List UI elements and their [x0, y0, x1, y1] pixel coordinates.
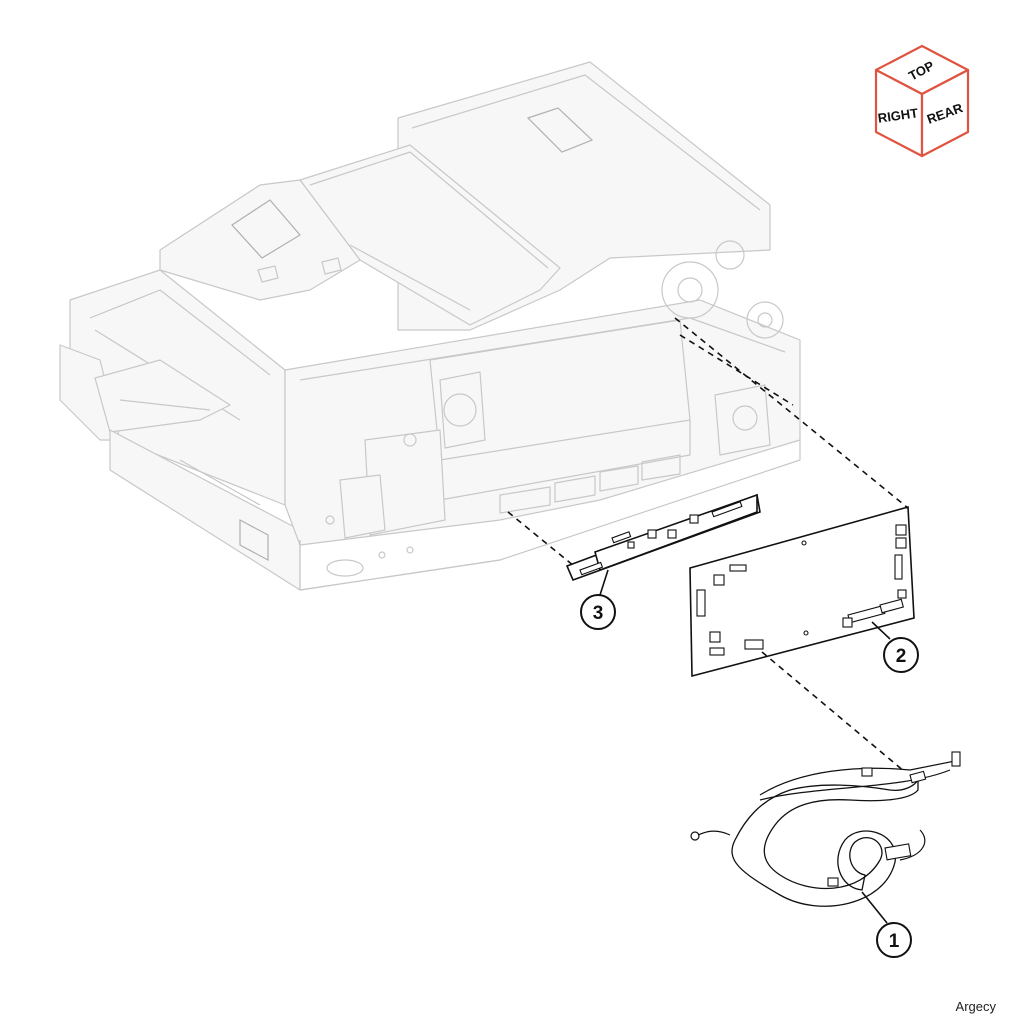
printer-assembly-ghost	[59, 61, 801, 591]
leader-lines	[507, 317, 909, 773]
board-item-3	[565, 493, 761, 582]
callout-1: 1	[861, 891, 912, 958]
watermark-text: Argecy	[955, 999, 996, 1014]
orientation-cube-icon: TOP RIGHT REAR	[874, 44, 970, 158]
board-item-2	[689, 505, 915, 678]
callout-2-label: 2	[896, 646, 907, 667]
callout-1-label: 1	[889, 931, 900, 952]
cable-harness-item-1	[690, 751, 961, 907]
cube-right-label: RIGHT	[877, 105, 919, 125]
callout-3: 3	[580, 569, 616, 630]
callout-3-label: 3	[593, 603, 604, 624]
callout-2: 2	[871, 621, 919, 673]
